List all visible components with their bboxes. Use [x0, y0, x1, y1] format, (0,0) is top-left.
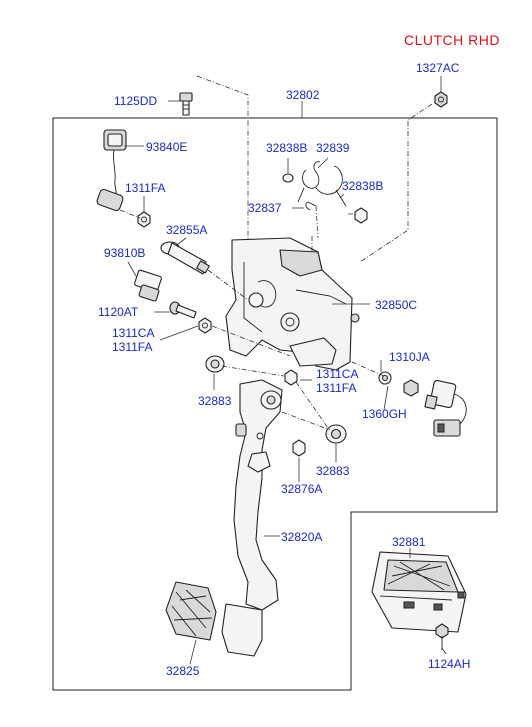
label-1360gh: 1360GH — [362, 407, 407, 421]
stopper-93810b — [134, 269, 162, 302]
label-32837: 32837 — [248, 201, 282, 215]
label-1310ja: 1310JA — [389, 350, 430, 364]
nut-1310ja — [403, 379, 419, 397]
pin-32855a — [160, 241, 210, 275]
label-32839: 32839 — [316, 141, 350, 155]
nut-32876a — [292, 439, 306, 457]
label-32802: 32802 — [286, 88, 320, 102]
label-1311ca-left: 1311CA — [112, 326, 154, 340]
assembly-frame — [52, 117, 498, 691]
label-32838b-left: 32838B — [266, 141, 307, 155]
label-32883-left: 32883 — [198, 394, 232, 408]
washer-1360gh — [378, 371, 392, 385]
bushing-32883-left — [205, 355, 225, 373]
label-32876a: 32876A — [281, 482, 322, 496]
label-32883-right: 32883 — [316, 464, 350, 478]
label-93810b: 93810B — [104, 246, 145, 260]
pedal-pad-32825 — [165, 581, 263, 657]
bushing-32883-right — [325, 424, 347, 444]
label-32838b-right: 32838B — [342, 179, 383, 193]
bolt-1120at — [169, 301, 197, 319]
switch-93840e — [96, 129, 127, 212]
label-32820a: 32820A — [281, 530, 322, 544]
label-32850c: 32850C — [375, 298, 417, 312]
label-93840e: 93840E — [146, 140, 187, 154]
nut-1327ac — [434, 91, 448, 108]
label-1120at: 1120AT — [98, 305, 139, 319]
label-1327ac: 1327AC — [416, 61, 460, 75]
label-1311fa-upper: 1311FA — [125, 181, 165, 195]
bolt-1125dd — [179, 92, 193, 116]
label-1124ah: 1124AH — [428, 657, 470, 671]
nut-1311fa-upper — [137, 211, 151, 228]
label-1311fa-right: 1311FA — [316, 381, 356, 395]
label-1311ca-right: 1311CA — [316, 367, 358, 381]
pad-block-32881 — [371, 551, 467, 650]
nut-1311ca-right — [284, 369, 298, 386]
clutch-switch — [424, 379, 467, 437]
label-1311fa-left: 1311FA — [112, 340, 152, 354]
diagram-title: CLUTCH RHD — [404, 32, 500, 48]
bracket-32850c — [225, 237, 360, 371]
label-1125dd: 1125DD — [114, 94, 157, 108]
label-32881: 32881 — [392, 535, 426, 549]
label-32825: 32825 — [166, 664, 200, 678]
pedal-arm-32820a — [233, 379, 283, 611]
label-32855a: 32855A — [166, 223, 207, 237]
nut-1311ca-left — [198, 317, 212, 334]
